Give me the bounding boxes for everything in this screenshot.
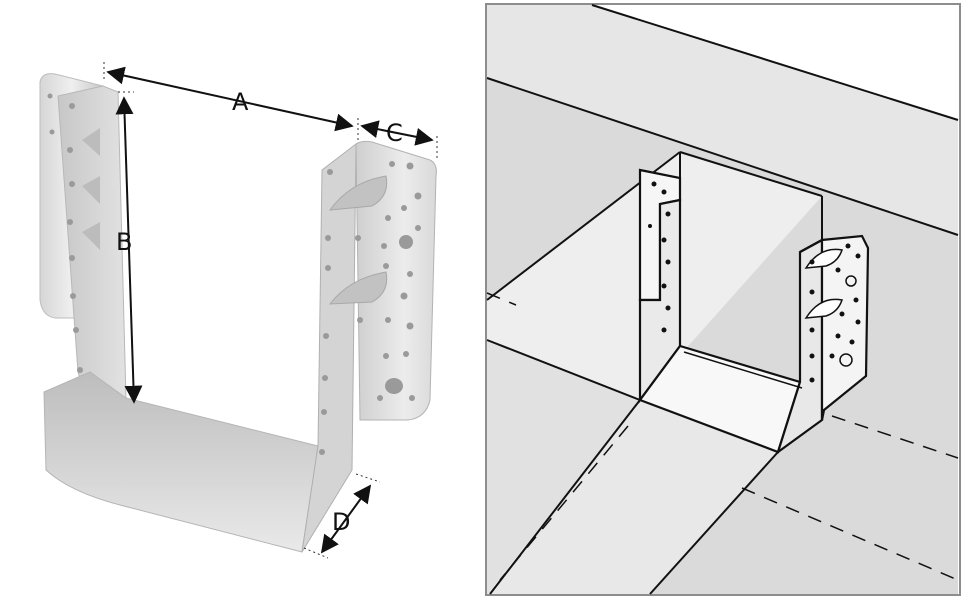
hanger-drawing-holes [648, 181, 861, 383]
left-wall-holes [47, 93, 83, 373]
left-prong-1 [82, 128, 100, 156]
left-prong-2 [82, 176, 100, 204]
seat-plate [43, 371, 319, 553]
label-b: B [116, 228, 132, 256]
dimension-d: D [303, 473, 381, 559]
hanger-drawing-details [683, 248, 857, 389]
carrying-beam-top [487, 5, 958, 235]
joist-side [487, 340, 640, 594]
label-a: A [232, 88, 249, 116]
joist-bottom-face [487, 400, 778, 594]
hanger-drawing [638, 168, 870, 455]
lower-prong [328, 271, 388, 305]
upper-prong [328, 175, 388, 211]
label-c: C [386, 119, 403, 147]
dimension-a: A [103, 62, 359, 140]
hanger-right-flange [799, 234, 870, 421]
dimension-c: C [360, 119, 438, 160]
right-side-wall [301, 142, 357, 553]
label-d: D [332, 508, 350, 536]
dimension-b: B [115, 91, 143, 404]
right-flange-holes [355, 161, 422, 401]
hanger-photo: A C B D [39, 62, 438, 559]
installation-panel [485, 3, 961, 596]
right-wall-holes [319, 169, 333, 455]
hidden-lines [486, 292, 959, 581]
left-prong-3 [82, 222, 100, 250]
